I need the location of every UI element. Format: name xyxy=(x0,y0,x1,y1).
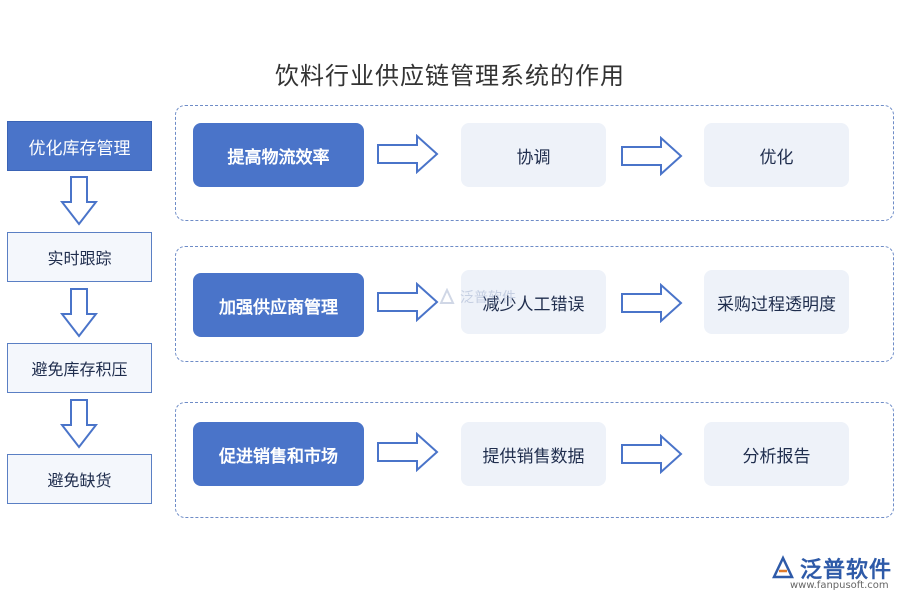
left-step-1: 优化库存管理 xyxy=(7,121,152,171)
left-step-2: 实时跟踪 xyxy=(7,232,152,282)
brand-logo: 泛普软件 xyxy=(770,552,892,584)
left-step-3: 避免库存积压 xyxy=(7,343,152,393)
group-row-3 xyxy=(175,402,894,518)
row-3-mid: 提供销售数据 xyxy=(461,422,606,486)
row-3-end: 分析报告 xyxy=(704,422,849,486)
down-arrow-icon xyxy=(60,288,98,338)
down-arrow-icon xyxy=(60,176,98,226)
left-step-4: 避免缺货 xyxy=(7,454,152,504)
right-arrow-icon xyxy=(621,283,683,323)
group-row-2 xyxy=(175,246,894,362)
right-arrow-icon xyxy=(377,134,439,174)
row-1-primary: 提高物流效率 xyxy=(193,123,364,187)
right-arrow-icon xyxy=(377,432,439,472)
row-2-end: 采购过程透明度 xyxy=(704,270,849,334)
row-2-mid: 减少人工错误 xyxy=(461,270,606,334)
brand-name: 泛普软件 xyxy=(800,558,893,583)
brand-mark-icon xyxy=(772,555,794,579)
down-arrow-icon xyxy=(60,399,98,449)
right-arrow-icon xyxy=(621,434,683,474)
page-title: 饮料行业供应链管理系统的作用 xyxy=(275,62,625,90)
row-3-primary: 促进销售和市场 xyxy=(193,422,364,486)
right-arrow-icon xyxy=(377,282,439,322)
row-1-mid: 协调 xyxy=(461,123,606,187)
right-arrow-icon xyxy=(621,136,683,176)
brand-url: www.fanpusoft.com xyxy=(790,580,889,591)
row-2-primary: 加强供应商管理 xyxy=(193,273,364,337)
row-1-end: 优化 xyxy=(704,123,849,187)
group-row-1 xyxy=(175,105,894,221)
